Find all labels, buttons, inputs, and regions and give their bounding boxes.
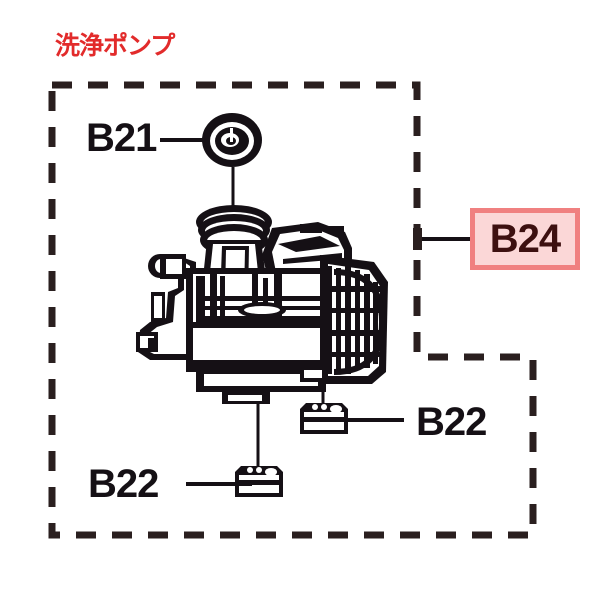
callout-label-b21: B21 bbox=[86, 116, 157, 160]
part-b21-oring bbox=[202, 113, 262, 167]
part-b24-pump-assembly bbox=[136, 205, 388, 404]
callout-label-b22-right: B22 bbox=[416, 400, 487, 444]
leader-anchor-b24 bbox=[413, 228, 422, 250]
part-b22-mount-left bbox=[235, 466, 283, 497]
diagram-title: 洗浄ポンプ bbox=[55, 31, 175, 60]
callout-label-b24-text: B24 bbox=[489, 217, 561, 261]
dashed-outline bbox=[48, 81, 537, 539]
callout-label-b24-highlighted: B24 bbox=[470, 208, 580, 270]
part-b22-mount-right bbox=[300, 403, 348, 434]
callout-label-b22-left: B22 bbox=[88, 462, 159, 506]
